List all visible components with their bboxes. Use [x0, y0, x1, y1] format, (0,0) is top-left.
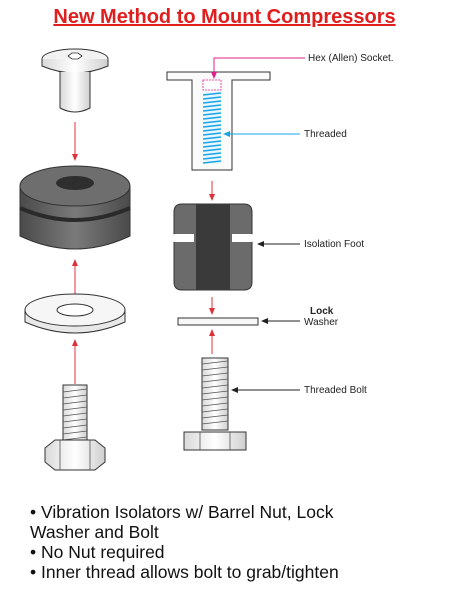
socket-cap-screw-icon [42, 49, 108, 112]
rubber-isolator-icon [20, 166, 130, 249]
label-threaded: Threaded [304, 129, 347, 140]
bullet-item: No Nut required [30, 542, 440, 562]
label-washer: Washer [304, 317, 339, 328]
barrel-nut-icon [167, 72, 270, 170]
label-hex-socket: Hex (Allen) Socket. [308, 53, 394, 64]
label-lock: Lock [310, 306, 334, 317]
label-isolation-foot: Isolation Foot [304, 239, 364, 250]
lock-washer-icon [178, 318, 258, 325]
label-threaded-bolt: Threaded Bolt [304, 385, 367, 396]
flat-washer-icon [25, 294, 125, 333]
isolation-foot-icon [174, 204, 252, 290]
bullet-item: Inner thread allows bolt to grab/tighten [30, 562, 440, 582]
threaded-bolt-icon [184, 358, 246, 450]
hex-bolt-icon [45, 385, 105, 470]
bullet-item: Vibration Isolators w/ Barrel Nut, LockW… [30, 502, 440, 542]
bullet-list: Vibration Isolators w/ Barrel Nut, LockW… [30, 502, 440, 582]
